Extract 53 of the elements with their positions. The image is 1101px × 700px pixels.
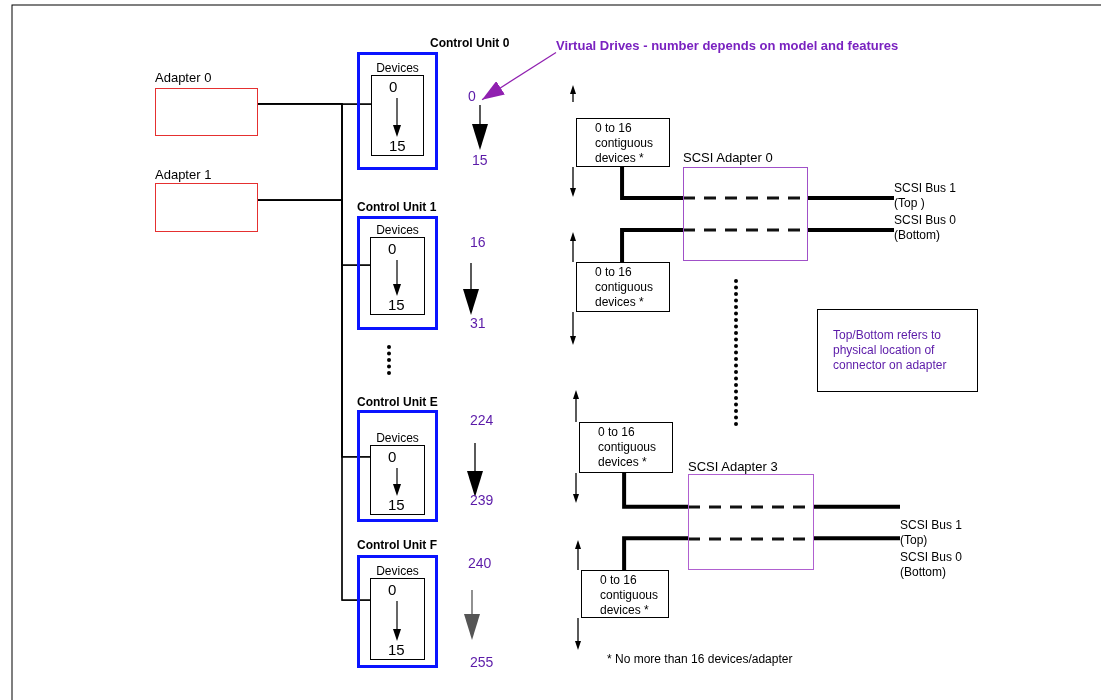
device-number: 0 <box>387 240 398 257</box>
adapter-label: Adapter 0 <box>155 70 212 85</box>
devices-label: Devices <box>375 61 420 75</box>
note-box: Top/Bottom refers to physical location of connector on adapter <box>817 309 978 392</box>
device-range-box: 0 to 16 contiguous devices * <box>579 422 673 473</box>
device-number: 0 <box>387 581 398 598</box>
number-label: 240 <box>468 555 492 571</box>
bus-line <box>622 536 688 570</box>
bus-line <box>814 504 900 509</box>
device-range-box <box>370 445 425 515</box>
device-number: 15 <box>388 137 407 154</box>
device-range-box <box>370 578 425 660</box>
bus-line <box>622 473 688 509</box>
device-range-box: 0 to 16 contiguous devices * <box>576 262 670 312</box>
number-label: 224 <box>470 412 494 428</box>
leader-arrow <box>481 51 557 101</box>
device-range-box: 0 to 16 contiguous devices * <box>581 570 669 618</box>
devices-label: Devices <box>375 431 420 445</box>
device-range-box: 0 to 16 contiguous devices * <box>576 118 670 167</box>
bus-line <box>620 228 683 262</box>
device-range-box <box>371 75 424 156</box>
device-number: 15 <box>387 296 406 313</box>
callout-text: Virtual Drives - number depends on model and features <box>556 38 996 56</box>
bus-label: SCSI Bus 1 (Top) <box>900 518 972 548</box>
adapter-label: SCSI Adapter 3 <box>688 459 778 474</box>
device-range-box <box>370 237 425 315</box>
bus-line <box>814 536 900 541</box>
control-unit-label: Control Unit F <box>357 538 437 552</box>
connector-line <box>257 199 371 601</box>
devices-label: Devices <box>375 564 420 578</box>
number-label: 16 <box>470 234 486 250</box>
adapter-label: Adapter 1 <box>155 167 212 182</box>
control-unit-label: Control Unit 1 <box>357 200 437 214</box>
bus-label: SCSI Bus 1 (Top ) <box>894 181 966 211</box>
number-label: 255 <box>470 654 494 670</box>
device-number: 15 <box>387 641 406 658</box>
adapter-label: SCSI Adapter 0 <box>683 150 773 165</box>
devices-label: Devices <box>375 223 420 237</box>
number-label: 0 <box>468 88 482 106</box>
footnote: * No more than 16 devices/adapter <box>607 652 793 666</box>
number-label: 239 <box>470 492 494 508</box>
device-number: 15 <box>387 496 406 513</box>
control-unit-label: Control Unit 0 <box>430 36 510 50</box>
bus-line <box>808 228 894 232</box>
number-label: 31 <box>470 315 486 331</box>
bus-line <box>808 196 894 200</box>
device-number: 0 <box>387 448 398 465</box>
device-number: 0 <box>388 78 399 95</box>
bus-label: SCSI Bus 0 (Bottom) <box>900 550 972 580</box>
bus-line <box>620 167 683 200</box>
number-label: 15 <box>472 152 488 168</box>
control-unit-label: Control Unit E <box>357 395 438 409</box>
bus-label: SCSI Bus 0 (Bottom) <box>894 213 966 243</box>
